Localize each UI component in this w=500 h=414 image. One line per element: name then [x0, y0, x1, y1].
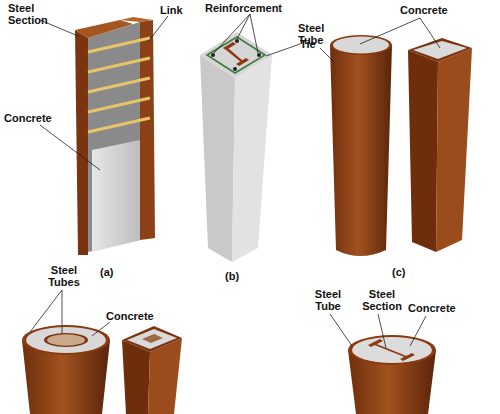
part-label: Steel Tubes — [44, 264, 84, 288]
column-a — [40, 16, 168, 255]
part-label: Steel Tube — [298, 22, 332, 46]
part-label: (c) — [392, 266, 422, 278]
part-label: Link — [160, 4, 200, 16]
part-label: Reinforcement — [205, 2, 295, 14]
part-label: Concrete — [408, 302, 468, 314]
part-label: Steel Tube — [310, 288, 346, 312]
part-label: (b) — [225, 270, 255, 282]
part-label: Steel Section — [8, 2, 58, 26]
column-c — [320, 18, 472, 256]
part-label: Concrete — [106, 310, 166, 322]
column-b — [200, 14, 300, 262]
column-e — [330, 314, 436, 414]
part-label: Steel Section — [358, 288, 406, 312]
part-label: Concrete — [4, 112, 64, 124]
part-label: Concrete — [400, 4, 460, 16]
column-d — [22, 290, 182, 414]
part-label: (a) — [100, 266, 130, 278]
